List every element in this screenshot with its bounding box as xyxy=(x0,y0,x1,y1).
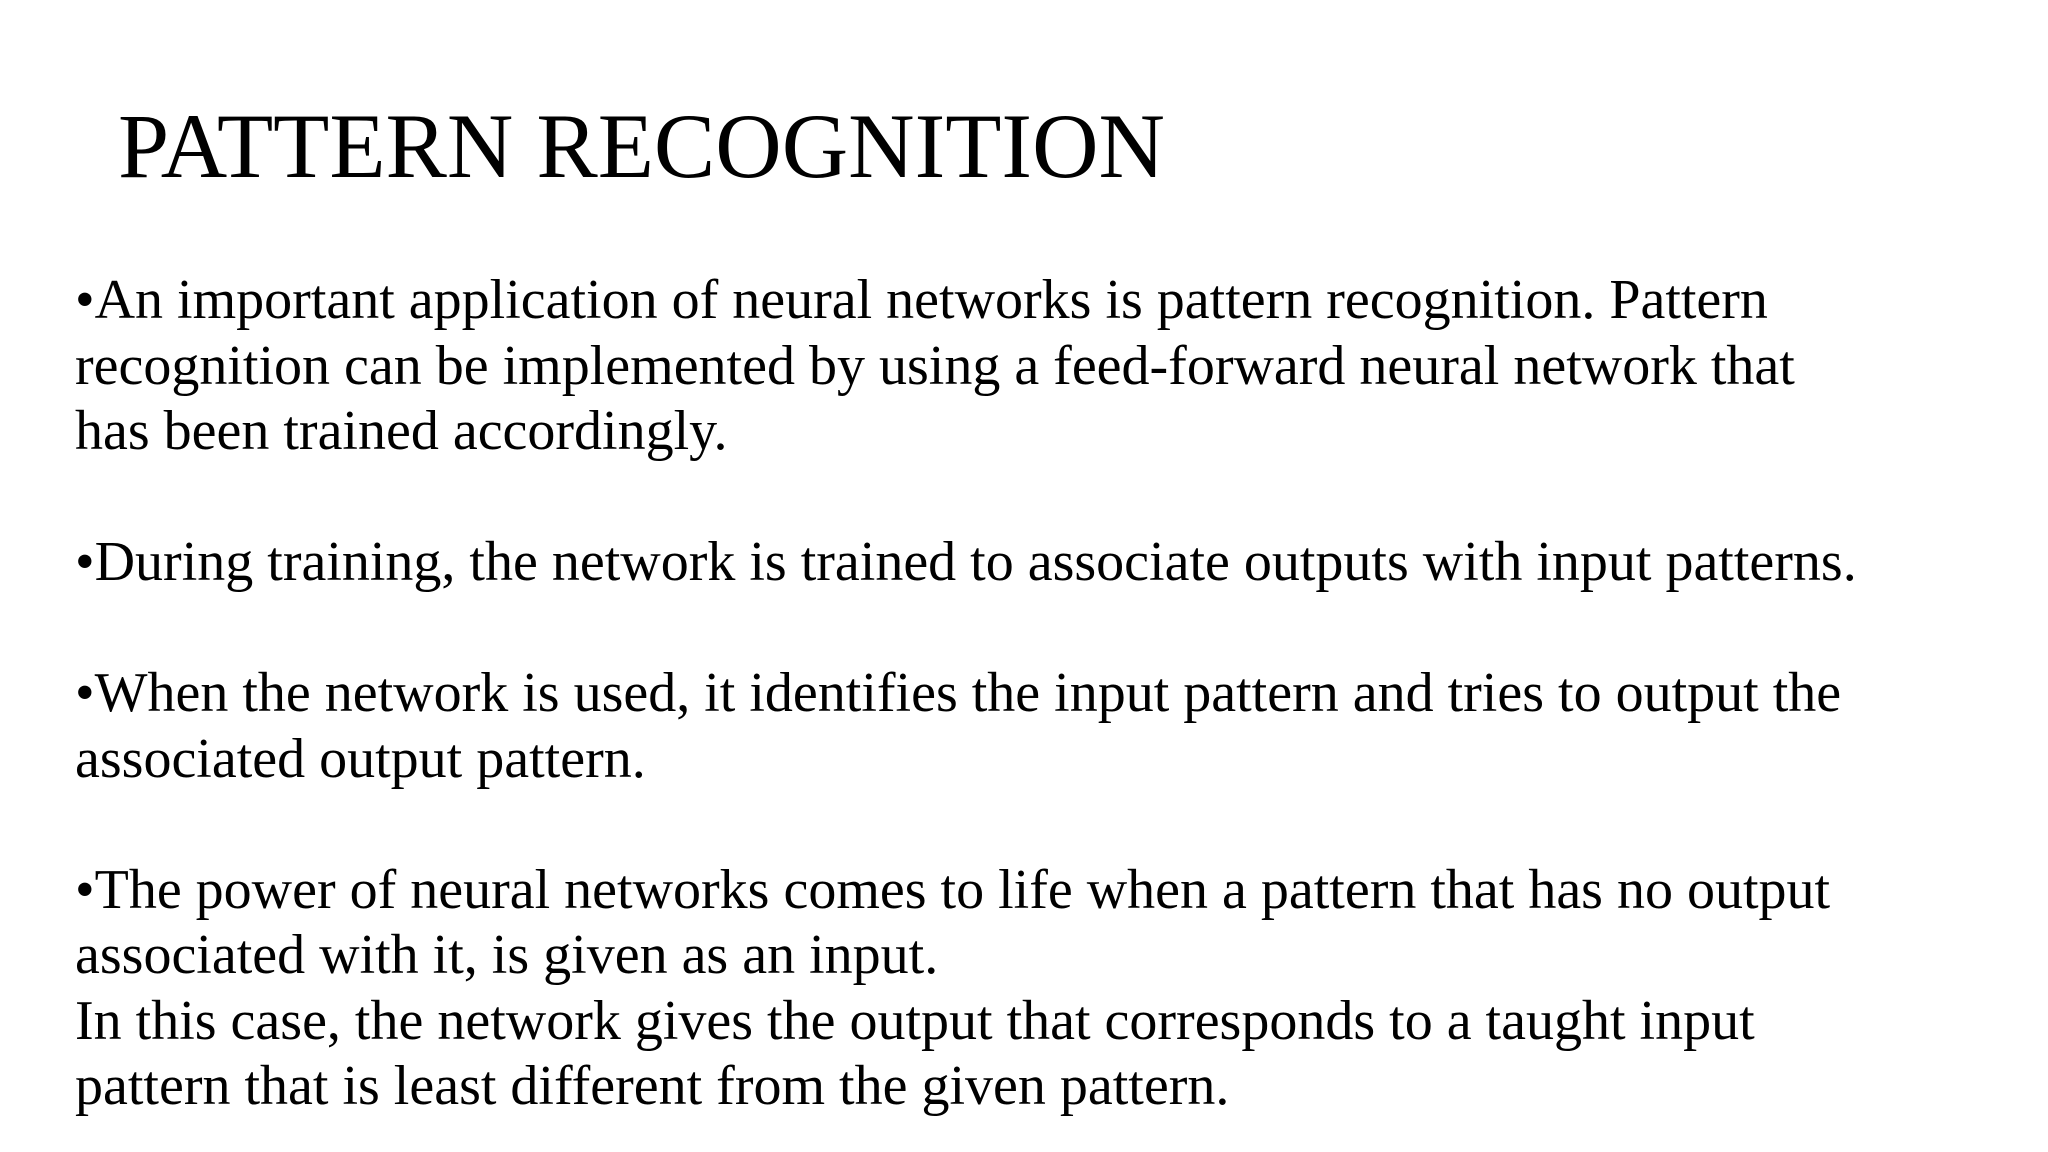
text-line: •When the network is used, it identifies… xyxy=(75,662,1842,724)
text-line: associated output pattern. xyxy=(75,727,646,790)
text-line: pattern that is least different from the… xyxy=(75,1055,1230,1117)
text-line: recognition can be implemented by using … xyxy=(75,334,1795,397)
bullet-pattern-recognition-application: •An important application of neural netw… xyxy=(75,268,2005,465)
paragraph-spacer xyxy=(75,792,2005,858)
text-line: In this case, the network gives the outp… xyxy=(75,989,1755,1052)
text-line: associated with it, is given as an input… xyxy=(75,924,939,986)
text-line: •An important application of neural netw… xyxy=(75,269,1768,331)
slide-title: PATTERN RECOGNITION xyxy=(118,95,1165,197)
bullet-during-training: •During training, the network is trained… xyxy=(75,530,2005,596)
paragraph-spacer xyxy=(75,596,2005,662)
bullet-power-of-neural-networks: •The power of neural networks comes to l… xyxy=(75,858,2005,1120)
bullet-when-network-used: •When the network is used, it identifies… xyxy=(75,661,2005,792)
text-line: •During training, the network is trained… xyxy=(75,531,1857,593)
text-line: has been trained accordingly. xyxy=(75,400,728,462)
paragraph-spacer xyxy=(75,465,2005,531)
slide-body: •An important application of neural netw… xyxy=(75,268,2005,1120)
text-line: •The power of neural networks comes to l… xyxy=(75,858,1831,921)
